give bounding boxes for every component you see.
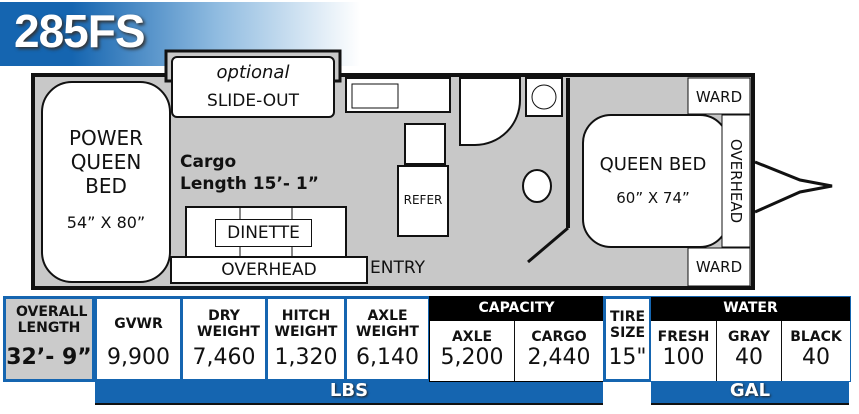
hitch-tongue-icon: [754, 160, 833, 214]
capacity-cargo: CARGO 2,440: [515, 321, 603, 381]
shower-icon: [459, 77, 521, 146]
tire-size-cell: TIRE SIZE 15": [603, 296, 652, 382]
overall-length-cell: OVERALL LENGTH 32’- 9”: [3, 296, 95, 382]
stove-icon: [404, 123, 446, 165]
capacity-axle-label: AXLE: [451, 329, 493, 345]
gvwr-label: GVWR: [114, 316, 163, 332]
fresh-value: 100: [662, 345, 705, 370]
rear-bed-label: POWER QUEEN BED: [68, 126, 144, 198]
overhead-front-label: OVERHEAD: [727, 138, 745, 224]
gray-value: 40: [735, 345, 763, 370]
gal-unit-bar: GAL: [651, 379, 849, 405]
water-black: BLACK 40: [782, 321, 850, 381]
lbs-unit-bar: LBS: [95, 379, 603, 405]
tire-size-value: 15": [608, 345, 647, 370]
gvwr-value: 9,900: [107, 345, 170, 370]
sink-icon: [351, 83, 399, 109]
toilet-icon: [522, 169, 552, 203]
black-label: BLACK: [790, 329, 842, 345]
lbs-unit: LBS: [329, 380, 369, 401]
refer-label: REFER: [400, 189, 446, 211]
dry-weight-cell: DRY WEIGHT 7,460: [180, 296, 268, 382]
gal-unit: GAL: [729, 380, 771, 401]
rear-bed-shape: [41, 81, 171, 283]
axle-weight-value: 6,140: [356, 345, 419, 370]
tire-size-label: TIRE SIZE: [610, 309, 646, 341]
gvwr-cell: GVWR 9,900: [94, 296, 183, 382]
overhead-front: [721, 114, 751, 248]
overhead-side: [170, 256, 368, 284]
dry-weight-label: DRY WEIGHT: [197, 308, 260, 340]
axle-weight-cell: AXLE WEIGHT 6,140: [344, 296, 431, 382]
ward-top: [687, 77, 751, 115]
fresh-label: FRESH: [657, 329, 710, 345]
overall-length-label: OVERALL LENGTH: [16, 304, 88, 336]
water-cell: WATER FRESH 100 GRAY 40 BLACK 40: [650, 296, 851, 382]
hitch-weight-value: 1,320: [274, 345, 338, 370]
black-value: 40: [802, 345, 830, 370]
capacity-cargo-label: CARGO: [531, 329, 587, 345]
gray-label: GRAY: [728, 329, 770, 345]
dinette-label: DINETTE: [215, 219, 312, 247]
water-header: WATER: [651, 297, 850, 321]
dry-weight-value: 7,460: [192, 345, 256, 370]
lavatory-icon: [525, 77, 563, 117]
front-bed-shape: [582, 114, 729, 248]
model-title: 285FS: [14, 5, 146, 57]
ward-bottom: [687, 247, 751, 287]
front-bed-label: QUEEN BED: [599, 154, 707, 175]
rear-bed-size: 54” X 80”: [66, 213, 146, 232]
ward-bottom-label: WARD: [695, 258, 743, 276]
capacity-cargo-value: 2,440: [527, 345, 591, 370]
ward-top-label: WARD: [695, 88, 743, 106]
capacity-cell: CAPACITY AXLE 5,200 CARGO 2,440: [429, 296, 604, 382]
water-fresh: FRESH 100: [651, 321, 717, 381]
slide-out-label: SLIDE-OUT: [207, 91, 299, 111]
floorplan-drawing: [31, 49, 833, 290]
cargo-label: Cargo: [180, 152, 237, 172]
water-gray: GRAY 40: [717, 321, 782, 381]
capacity-axle-value: 5,200: [440, 345, 504, 370]
axle-weight-label: AXLE WEIGHT: [356, 308, 419, 340]
hitch-weight-cell: HITCH WEIGHT 1,320: [265, 296, 347, 382]
capacity-header: CAPACITY: [430, 297, 603, 321]
overhead-side-label: OVERHEAD: [221, 260, 317, 280]
entry-label: ENTRY: [370, 258, 425, 278]
overall-length-value: 32’- 9”: [6, 345, 92, 370]
capacity-axle: AXLE 5,200: [430, 321, 515, 381]
slide-out-box: [171, 56, 335, 118]
bath-door: [527, 226, 569, 264]
front-bed-size: 60” X 74”: [616, 189, 690, 207]
hitch-weight-label: HITCH WEIGHT: [274, 308, 338, 340]
cargo-length: Length 15’- 1”: [180, 174, 319, 194]
slide-out-optional-label: optional: [216, 62, 290, 83]
